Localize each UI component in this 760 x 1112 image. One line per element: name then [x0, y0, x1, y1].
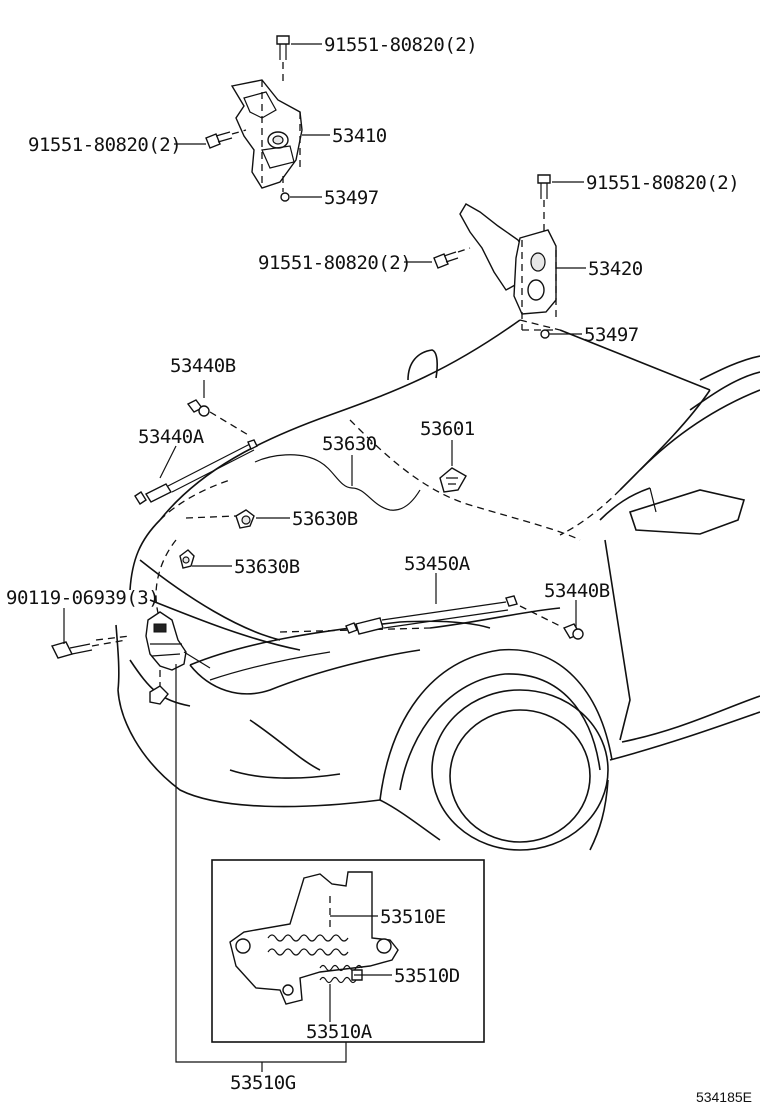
callout-support-rh: 53450A	[404, 553, 471, 575]
callout-bolt-top-l2: 91551-80820(2)	[258, 252, 411, 274]
callout-stay-bracket-a: 53440B	[170, 355, 236, 377]
callout-bolt-top-l1: 91551-80820(2)	[28, 134, 181, 156]
callout-bolt-top-r2: 91551-80820(2)	[586, 172, 739, 194]
callout-lock-spring-d: 53510D	[394, 965, 460, 987]
figure-id: 534185E	[696, 1089, 752, 1105]
callout-cable: 53630	[322, 433, 377, 455]
callout-stopper-2: 53497	[584, 324, 639, 346]
lock-detail-drawing	[211, 859, 485, 1043]
callout-lock-a: 53510A	[306, 1021, 373, 1043]
callout-stay-bracket-b: 53440B	[544, 580, 610, 602]
callout-lock-spring-e: 53510E	[380, 906, 446, 928]
callout-clamp-2: 53630B	[234, 556, 300, 578]
callout-screw: 90119-06939(3)	[6, 587, 159, 609]
callout-stopper-1: 53497	[324, 187, 379, 209]
hinge-lh-drawing	[205, 35, 303, 202]
callout-hinge-rh: 53420	[588, 258, 643, 280]
hood-parts-drawing	[50, 399, 584, 705]
callout-insulator: 53601	[420, 418, 475, 440]
callout-bolt-top-r1: 91551-80820(2)	[324, 34, 477, 56]
leader-lines	[63, 43, 586, 1072]
callout-hinge-lh: 53410	[332, 125, 387, 147]
callout-clamp-1: 53630B	[292, 508, 358, 530]
hinge-rh-drawing	[433, 174, 557, 339]
callout-lock-assy: 53510G	[230, 1072, 296, 1094]
callout-support-lh: 53440A	[138, 426, 205, 448]
